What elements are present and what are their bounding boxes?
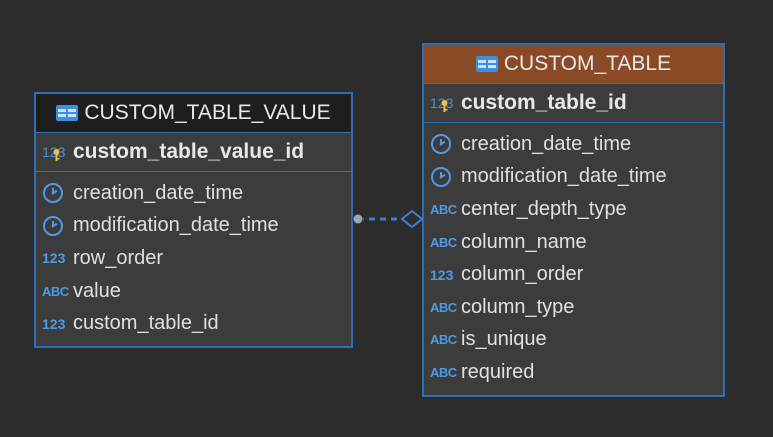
column-row[interactable]: ABC value	[36, 275, 351, 308]
column-name: column_name	[461, 230, 587, 253]
column-name: required	[461, 360, 535, 383]
column-name: creation_date_time	[461, 132, 632, 155]
text-icon: ABC	[430, 201, 457, 217]
column-row[interactable]: creation_date_time	[36, 177, 351, 210]
relationship-end-diamond	[400, 209, 424, 229]
primary-key-row[interactable]: 123 custom_table_id	[424, 84, 723, 123]
column-name: creation_date_time	[73, 181, 244, 204]
number-icon: 123	[42, 250, 66, 267]
key-icon	[441, 100, 448, 112]
pk-column-name: custom_table_value_id	[73, 140, 305, 163]
column-row[interactable]: ABC column_name	[424, 226, 723, 259]
column-name: custom_table_id	[73, 312, 219, 335]
text-icon: ABC	[430, 299, 457, 315]
text-icon: ABC	[430, 332, 457, 348]
column-name: center_depth_type	[461, 197, 627, 220]
text-icon: ABC	[430, 234, 457, 250]
column-row[interactable]: modification_date_time	[36, 210, 351, 243]
column-row[interactable]: modification_date_time	[424, 161, 723, 194]
table-custom-table[interactable]: CUSTOM_TABLE 123 custom_table_id creatio…	[422, 43, 725, 397]
table-title: CUSTOM_TABLE	[503, 52, 672, 75]
column-name: value	[73, 279, 121, 302]
text-icon: ABC	[42, 283, 69, 299]
column-row[interactable]: creation_date_time	[424, 128, 723, 161]
column-row[interactable]: ABC is_unique	[424, 324, 723, 357]
key-icon	[53, 149, 60, 161]
column-row[interactable]: 123 row_order	[36, 242, 351, 275]
clock-icon	[43, 183, 63, 204]
table-icon	[475, 56, 498, 72]
primary-key-row[interactable]: 123 custom_table_value_id	[36, 133, 351, 172]
column-name: column_order	[461, 263, 584, 286]
column-name: column_type	[461, 295, 575, 318]
primary-key-icon: 123	[42, 144, 68, 161]
primary-key-icon: 123	[430, 95, 456, 112]
table-header[interactable]: CUSTOM_TABLE_VALUE	[36, 94, 351, 133]
column-row[interactable]: ABC column_type	[424, 291, 723, 324]
column-row[interactable]: 123 column_order	[424, 258, 723, 291]
column-name: is_unique	[461, 328, 547, 351]
relationship-start-dot	[352, 213, 364, 225]
number-icon: 123	[430, 266, 454, 283]
table-custom-table-value[interactable]: CUSTOM_TABLE_VALUE 123 custom_table_valu…	[34, 92, 353, 348]
number-icon: 123	[42, 315, 66, 332]
clock-icon	[43, 215, 63, 236]
clock-icon	[431, 134, 451, 155]
column-name: modification_date_time	[73, 214, 279, 237]
column-name: row_order	[73, 246, 164, 269]
column-row[interactable]: ABC required	[424, 356, 723, 389]
column-name: modification_date_time	[461, 165, 667, 188]
pk-column-name: custom_table_id	[461, 91, 627, 114]
column-row[interactable]: 123 custom_table_id	[36, 307, 351, 340]
clock-icon	[431, 166, 451, 187]
table-icon	[56, 105, 79, 121]
text-icon: ABC	[430, 364, 457, 380]
column-row[interactable]: ABC center_depth_type	[424, 193, 723, 226]
table-title: CUSTOM_TABLE_VALUE	[84, 101, 331, 124]
table-header[interactable]: CUSTOM_TABLE	[424, 45, 723, 84]
